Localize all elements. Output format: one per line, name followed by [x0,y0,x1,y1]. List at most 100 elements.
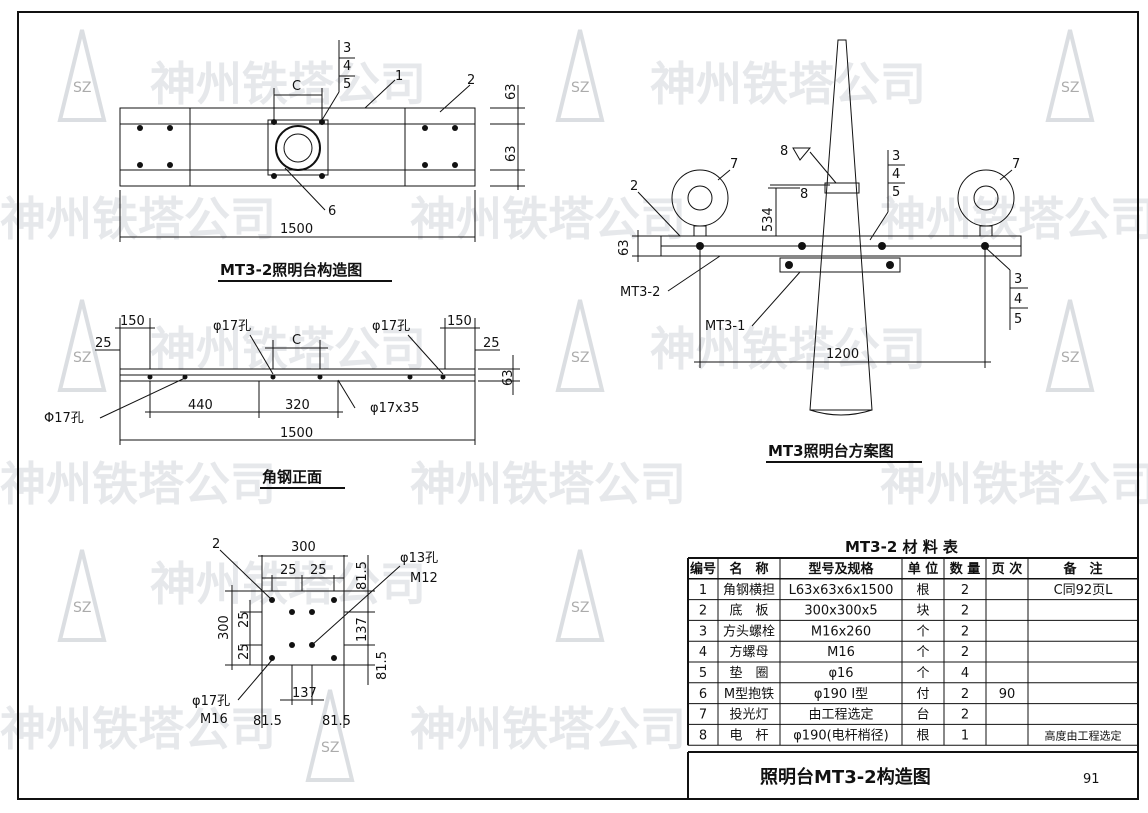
page-number: 91 [1083,772,1100,787]
plate-hole-17: φ17孔 [192,694,230,709]
scheme-label-3-top: 3 [892,149,900,164]
tower-logo-text: SZ [571,80,589,96]
watermark-text-2: 神州铁塔公司 [650,57,926,111]
table-title: MT3-2 材 料 表 [845,538,959,556]
base-plate-right [404,107,476,187]
table-cell: 4 [961,666,969,681]
table-cell: 个 [916,624,929,639]
table-header-cell: 单 位 [908,561,939,577]
plate-hole-13: φ13孔 [400,551,438,566]
table-cell: 5 [699,666,707,681]
plate-m12: M12 [410,571,438,586]
sheet-border [17,11,1139,800]
drawing-mt3-2-plan: C 3 4 5 1 2 6 63 63 1500 MT3-2照明台构造图 [119,40,525,282]
watermark-text-4: 神州铁塔公司 [410,192,686,246]
table-header-cell: 页 次 [992,561,1023,577]
dim-1200: 1200 [826,347,859,362]
table-cell: M型抱铁 [724,686,774,702]
tower-logo-text: SZ [571,350,589,366]
table-cell: 8 [699,728,707,743]
tower-logo-text: SZ [73,80,91,96]
table-cell: 1 [699,583,707,598]
tower-logo-3: SZ [1045,29,1095,122]
tower-logo-8: SZ [555,549,605,642]
table-cell: 方螺母 [729,644,768,660]
table-cell: 2 [961,687,969,702]
watermark-text-10: 神州铁塔公司 [880,457,1148,511]
tower-logo-text: SZ [73,600,91,616]
hole-label-center: φ17孔 [213,319,251,334]
dim-1500-front: 1500 [280,426,313,441]
table-cell: 根 [916,583,929,598]
dim-c: C [292,79,301,94]
table-header-cell: 名 称 [729,561,768,577]
table-cell: 2 [961,624,969,639]
tower-logo-text: SZ [571,600,589,616]
label-mt3-1: MT3-1 [705,319,745,334]
scheme-clamp [779,257,901,273]
title-angle-steel-front: 角钢正面 [262,468,322,486]
table-cell: 300x300x5 [804,604,877,619]
table-cell: 2 [961,583,969,598]
title-block: 照明台MT3-2构造图 91 [687,751,1138,799]
table-cell: 2 [961,604,969,619]
table-cell: 方头螺栓 [723,623,775,639]
base-plate [261,590,345,666]
plate-callout-2: 2 [212,537,220,552]
dim-63-scheme: 63 [617,239,632,256]
scheme-label-3-bottom: 3 [1014,272,1022,287]
callout-4: 4 [343,59,351,74]
tower-logo-4: SZ [57,299,107,392]
watermark-text-3: 神州铁塔公司 [0,192,276,246]
table-cell: 2 [961,708,969,723]
watermark-text-13: 神州铁塔公司 [410,702,686,756]
plate-dim-81-5-br: 81.5 [322,714,351,729]
watermark-text-8: 神州铁塔公司 [0,457,276,511]
dim-63-top: 63 [504,83,519,100]
tower-logo-5: SZ [555,299,605,392]
scheme-top-clamp [824,182,860,194]
callout-2: 2 [467,73,475,88]
table-cell: 个 [916,666,929,681]
drawing-angle-steel-front: 150 150 25 25 C φ17孔 φ17孔 63 440 320 Φ17… [44,314,520,489]
tower-logo-7: SZ [57,549,107,642]
plate-dim-25-a: 25 [280,563,297,578]
dim-63-front: 63 [501,369,516,386]
table-header-cell: 备 注 [1062,561,1102,577]
table-cell: 个 [916,645,929,660]
plate-dim-81-5-bl: 81.5 [253,714,282,729]
hole-label-right: φ17孔 [372,319,410,334]
table-cell: 投光灯 [729,707,768,723]
table-cell: 2 [699,604,707,619]
dim-150-left: 150 [120,314,145,329]
pole-section-outer [275,125,321,171]
table-cell: C同92页L [1054,583,1114,598]
scheme-label-8-top: 8 [780,144,788,159]
table-cell: 由工程选定 [808,708,873,723]
plate-dim-25-b: 25 [310,563,327,578]
dim-1500: 1500 [280,222,313,237]
slot-label: φ17x35 [370,401,419,416]
scheme-label-5-bottom: 5 [1014,312,1022,327]
clamp-frame [267,119,329,176]
table-cell: 3 [699,624,707,639]
table-cell: 台 [916,708,929,723]
watermark-layer: 神州铁塔公司 神州铁塔公司 神州铁塔公司 神州铁塔公司 神州铁塔公司 神州铁塔公… [0,29,1148,782]
dim-c-front: C [292,333,301,348]
plate-dim-25-left-b: 25 [237,643,252,660]
table-cell: L63x63x6x1500 [789,583,894,598]
tower-logo-text: SZ [73,350,91,366]
dim-63-mid: 63 [504,145,519,162]
watermark-text-6: 神州铁塔公司 [150,322,426,376]
dim-320: 320 [285,398,310,413]
base-plate-left [119,107,191,187]
tower-logo-text: SZ [1061,80,1079,96]
table-cell: 6 [699,687,707,702]
plate-dim-81-5-right: 81.5 [375,651,390,680]
callout-5: 5 [343,77,351,92]
scheme-label-4-bottom: 4 [1014,292,1022,307]
table-cell: 底 板 [729,603,768,619]
hole-label-bottom-left: Φ17孔 [44,411,84,426]
